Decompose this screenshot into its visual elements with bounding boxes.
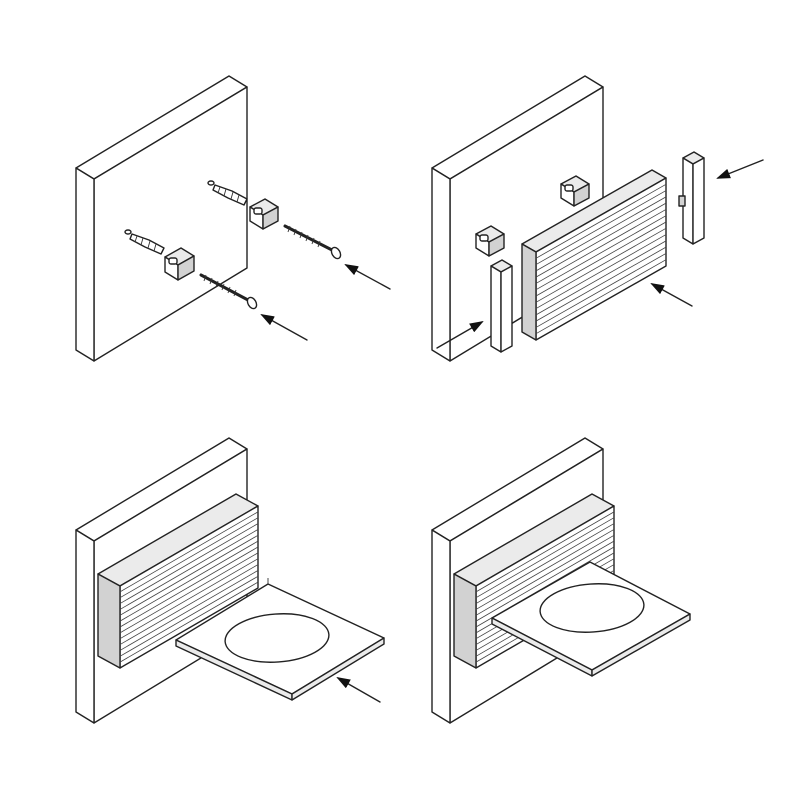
ribbed-holder [521,169,667,341]
rib-line [535,221,667,297]
screw-lower [199,273,258,310]
screw-upper [283,224,342,260]
arrow-end-cap-left [436,320,484,349]
rib-line [119,517,259,599]
wall-panel [431,75,604,362]
shelf-plate [175,578,385,701]
rib-line [119,523,259,604]
rib-line [475,540,615,622]
arrow-screw-lower [260,314,308,341]
wall-panel [75,75,248,362]
mounting-bracket-upper [249,198,279,230]
rib-line [535,196,667,272]
rib-line [119,558,259,640]
mounting-bracket-lower [475,225,505,257]
rib-line [535,240,667,316]
rib-line [119,529,259,610]
rib-line [119,575,259,657]
rib-line [475,511,615,593]
rib-line [119,564,259,645]
step-3-panel [75,437,385,724]
rib-line [119,552,259,634]
step-1-panel [75,75,391,362]
arrow-end-cap-right [716,159,764,179]
rib-line [535,246,667,322]
end-cap-right [678,151,705,245]
end-cap-left [490,259,513,353]
rib-line [535,259,667,335]
rib-line [475,517,615,599]
arrow-screw-upper [344,264,391,290]
wall-plug-lower [124,229,165,255]
rib-line [535,215,667,291]
rib-line [535,234,667,309]
wall-plug-upper [207,180,248,206]
rib-line [535,183,667,259]
rib-line [475,523,615,604]
rib-line [119,570,259,651]
rib-line [119,511,259,593]
rib-line [119,581,259,663]
mounting-bracket-upper [560,175,590,207]
rib-line [119,546,259,628]
rib-line [119,540,259,622]
arrow-shelf-plate [336,677,381,703]
arrow-ribbed-holder [650,283,693,307]
mounting-bracket-lower [164,247,195,281]
rib-line [475,534,615,616]
ribbed-holder [97,493,259,669]
rib-line [535,209,667,284]
rib-line [475,529,615,610]
rib-line [535,227,667,303]
step-2-panel [431,75,764,362]
shelf-plate [491,561,691,677]
rib-line [535,253,667,328]
rib-line [119,534,259,616]
rib-line [535,190,667,265]
rib-line [535,202,667,278]
step-4-panel [431,437,691,724]
